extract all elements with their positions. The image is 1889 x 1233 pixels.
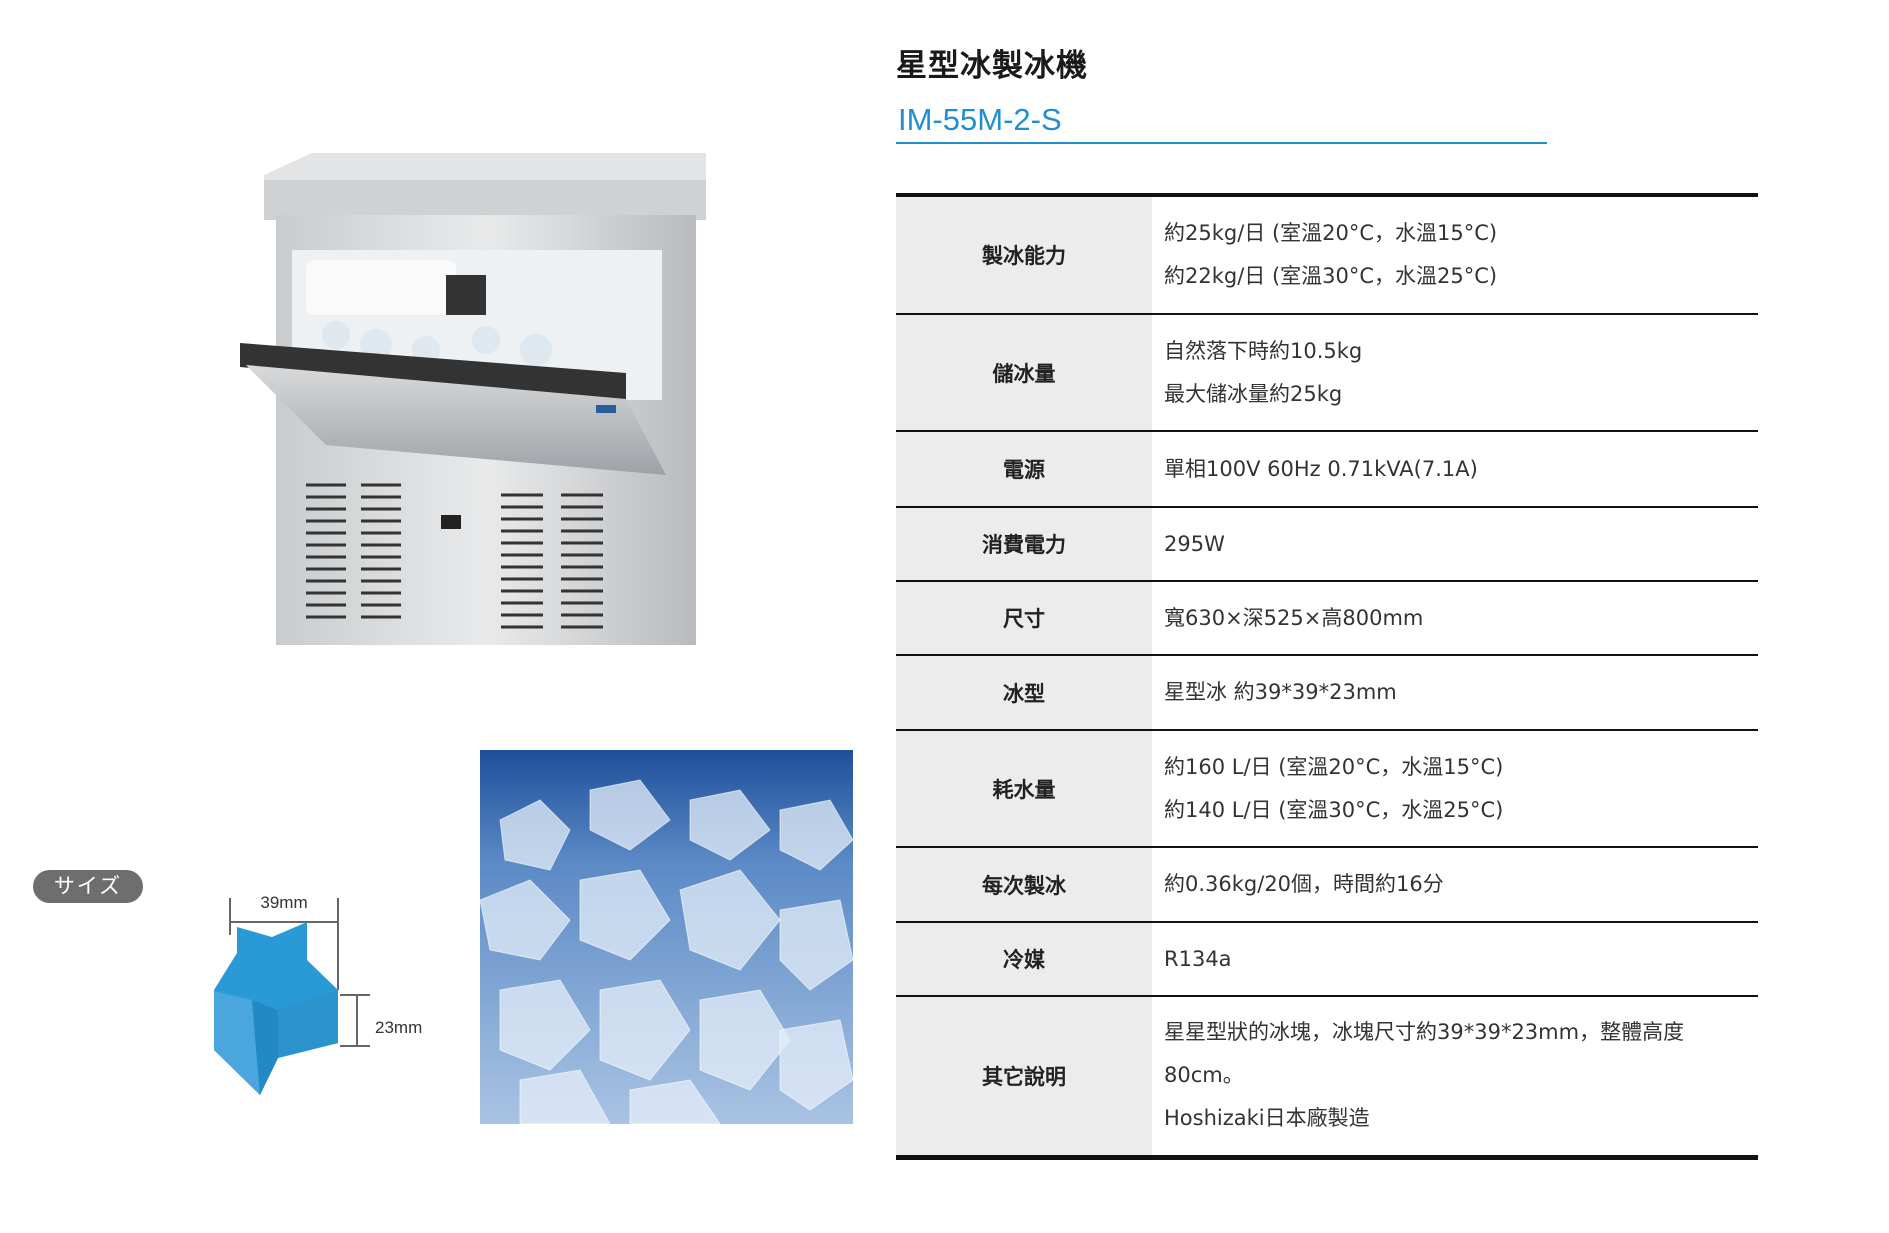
spec-value-line: 295W <box>1164 531 1225 556</box>
spec-value-line: 80cm。 <box>1164 1063 1244 1088</box>
spec-value-line: 約22kg/日 (室溫30°C，水溫25°C) <box>1164 264 1498 288</box>
spec-value: 295W <box>1152 507 1758 582</box>
spec-value-line: 約140 L/日 (室溫30°C，水溫25°C) <box>1164 797 1504 822</box>
spec-value-line: 約25kg/日 (室溫20°C，水溫15°C) <box>1164 221 1498 245</box>
width-label: 39mm <box>260 893 307 912</box>
spec-label: 每次製冰 <box>896 847 1152 923</box>
spec-row: 消費電力 295W <box>896 507 1758 582</box>
spec-label: 電源 <box>896 431 1152 508</box>
model-underline <box>896 142 1547 144</box>
spec-value: 星型冰 約39*39*23mm <box>1152 655 1758 731</box>
product-title: 星型冰製冰機 <box>896 48 1088 84</box>
spec-value: 自然落下時約10.5kg 最大儲冰量約25kg <box>1152 314 1758 432</box>
spec-value-line: 自然落下時約10.5kg <box>1164 338 1363 363</box>
spec-row: 尺寸寬630×深525×高800mm <box>896 581 1758 656</box>
spec-value-line: 最大儲冰量約25kg <box>1164 381 1343 406</box>
spec-label: 儲冰量 <box>896 314 1152 432</box>
spec-value-line: 約0.36kg/20個，時間約16分 <box>1164 872 1444 896</box>
spec-label: 耗水量 <box>896 730 1152 848</box>
product-model: IM-55M-2-S <box>898 102 1062 137</box>
spec-label: 製冰能力 <box>896 195 1152 315</box>
spec-value-line: 星型冰 約39*39*23mm <box>1164 680 1397 704</box>
spec-label: 冷媒 <box>896 922 1152 997</box>
spec-row: 電源單相100V 60Hz 0.71kVA(7.1A) <box>896 431 1758 508</box>
spec-row: 冷媒 R134a <box>896 922 1758 997</box>
spec-value-line: 寬630×深525×高800mm <box>1164 605 1424 630</box>
spec-row: 製冰能力約25kg/日 (室溫20°C，水溫15°C) 約22kg/日 (室溫30… <box>896 195 1758 315</box>
spec-value: R134a <box>1152 922 1758 997</box>
spec-value: 單相100V 60Hz 0.71kVA(7.1A) <box>1152 431 1758 508</box>
spec-label: 尺寸 <box>896 581 1152 656</box>
spec-label: 其它說明 <box>896 996 1152 1158</box>
width-dimension-line <box>229 898 339 990</box>
size-badge: サイズ <box>33 870 143 903</box>
spec-row: 冰型星型冰 約39*39*23mm <box>896 655 1758 731</box>
spec-value: 約160 L/日 (室溫20°C，水溫15°C) 約140 L/日 (室溫30°C… <box>1152 730 1758 848</box>
spec-row: 其它說明星星型狀的冰塊，冰塊尺寸約39*39*23mm，整體高度 80cm。 Hos… <box>896 996 1758 1158</box>
spec-value-line: R134a <box>1164 946 1232 971</box>
height-dimension-line <box>340 994 370 1047</box>
spec-row: 儲冰量自然落下時約10.5kg 最大儲冰量約25kg <box>896 314 1758 432</box>
star-ice-photo <box>480 750 853 1124</box>
spec-row: 每次製冰約0.36kg/20個，時間約16分 <box>896 847 1758 923</box>
spec-label: 冰型 <box>896 655 1152 731</box>
spec-label: 消費電力 <box>896 507 1152 582</box>
spec-table: 製冰能力約25kg/日 (室溫20°C，水溫15°C) 約22kg/日 (室溫30… <box>896 193 1758 1160</box>
spec-value-line: 約160 L/日 (室溫20°C，水溫15°C) <box>1164 754 1504 779</box>
height-label: 23mm <box>375 1018 422 1037</box>
spec-value-line: 星星型狀的冰塊，冰塊尺寸約39*39*23mm，整體高度 <box>1164 1020 1685 1045</box>
star-ice-size-diagram: 39mm 23mm <box>214 893 422 1095</box>
spec-row: 耗水量約160 L/日 (室溫20°C，水溫15°C) 約140 L/日 (室溫3… <box>896 730 1758 848</box>
spec-value-line: Hoshizaki日本廠製造 <box>1164 1106 1370 1131</box>
spec-value: 寬630×深525×高800mm <box>1152 581 1758 656</box>
spec-value: 星星型狀的冰塊，冰塊尺寸約39*39*23mm，整體高度 80cm。 Hoshiza… <box>1152 996 1758 1158</box>
ice-machine-photo <box>240 153 706 645</box>
spec-value: 約0.36kg/20個，時間約16分 <box>1152 847 1758 923</box>
spec-value-line: 單相100V 60Hz 0.71kVA(7.1A) <box>1164 456 1478 481</box>
spec-value: 約25kg/日 (室溫20°C，水溫15°C) 約22kg/日 (室溫30°C，水… <box>1152 195 1758 315</box>
